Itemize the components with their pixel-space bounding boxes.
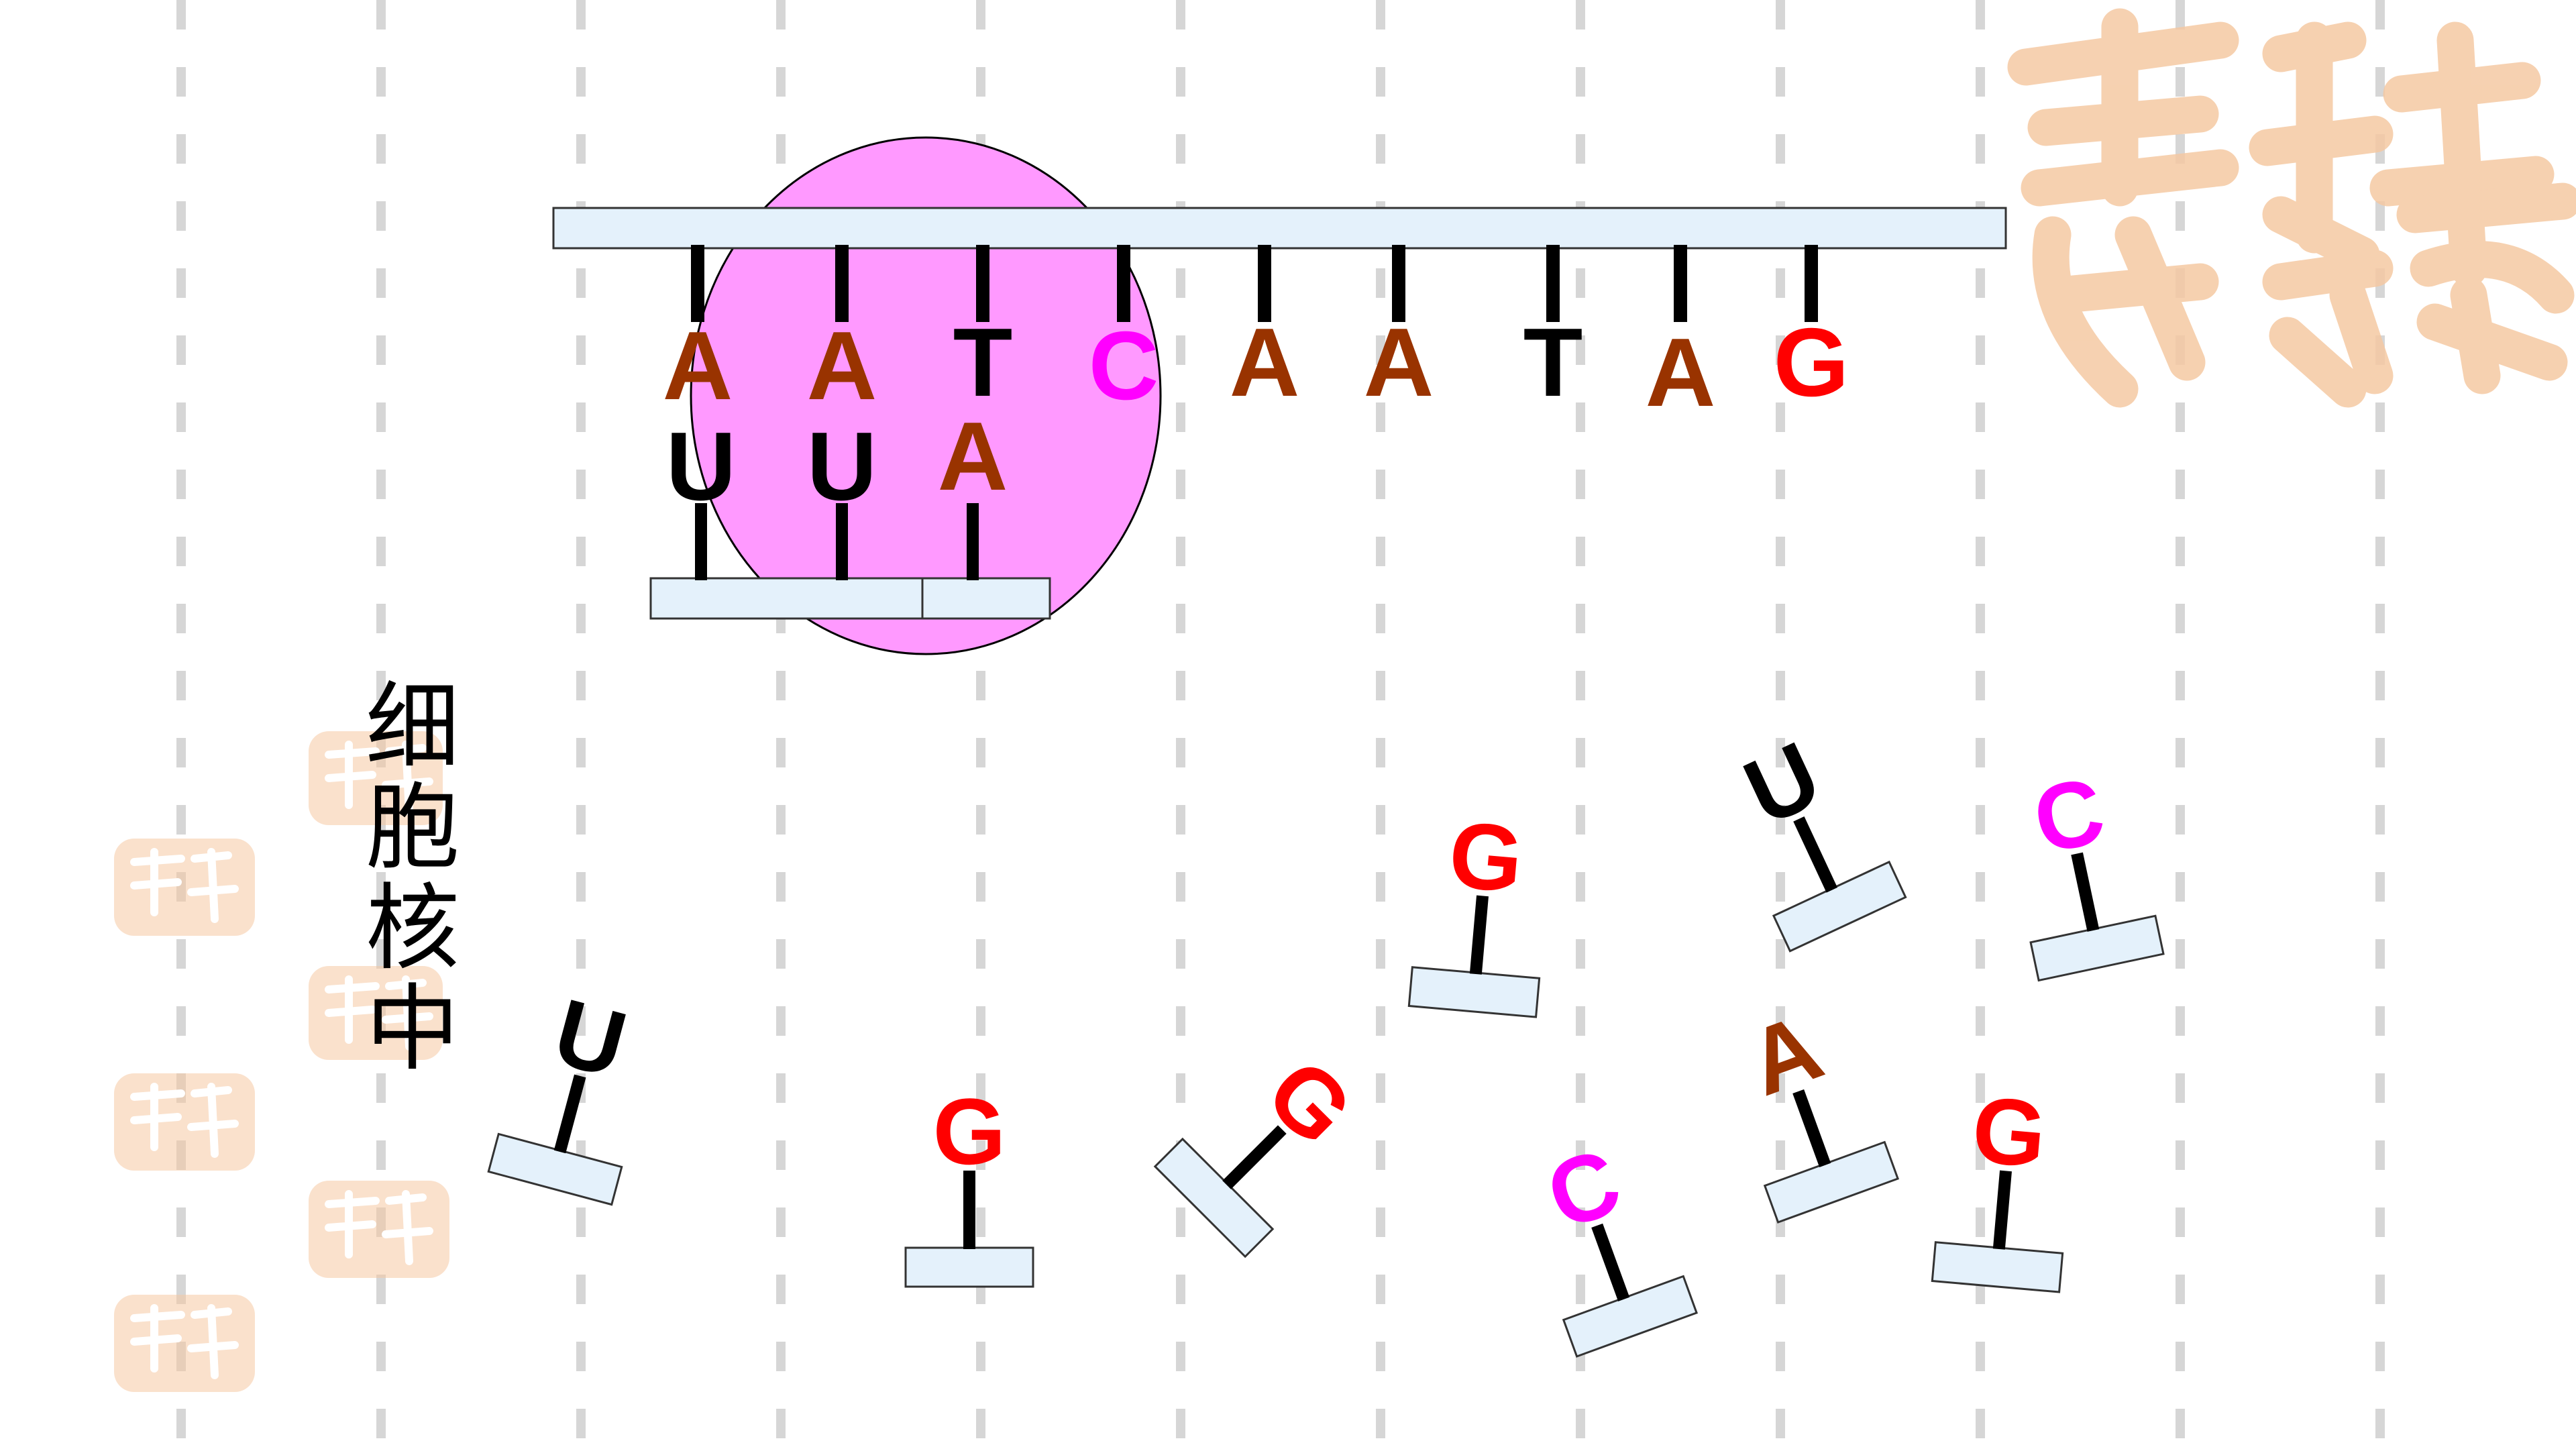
- rna-base-letter: U: [666, 412, 737, 521]
- free-nucleotide: G: [1931, 1076, 2064, 1293]
- nucleotide-stem: [553, 1074, 586, 1154]
- nucleotide-letter: G: [1445, 801, 1527, 912]
- seal-watermark-small-2: [114, 839, 255, 936]
- rna-base-letter: A: [938, 402, 1008, 511]
- nucleotide-backbone: [487, 1132, 623, 1206]
- nucleotide-stem: [1793, 816, 1838, 893]
- location-label: 细胞核中: [365, 673, 460, 1084]
- free-nucleotide: G: [904, 1079, 1034, 1288]
- nucleotide-letter: C: [2025, 757, 2113, 874]
- free-nucleotide: G: [1407, 801, 1541, 1018]
- free-nucleotide: G: [1153, 1038, 1373, 1258]
- template-base-letter: A: [663, 311, 733, 420]
- nucleotide-stem: [1992, 1170, 2012, 1250]
- seal-watermark-small-3: [309, 966, 443, 1060]
- template-base-letter: A: [1646, 318, 1716, 427]
- nucleotide-stem: [1222, 1125, 1287, 1189]
- template-base-letter: T: [953, 308, 1013, 417]
- rna-backbone-segment: [921, 577, 1051, 620]
- seal-watermark-small-4: [114, 1073, 255, 1171]
- seal-watermark-small-5: [309, 1181, 449, 1278]
- template-base-letter: C: [1089, 311, 1159, 420]
- nucleotide-stem: [2071, 852, 2100, 932]
- nucleotide-stem: [1792, 1089, 1831, 1167]
- free-nucleotide: C: [1534, 1128, 1699, 1358]
- template-base-letter: T: [1523, 308, 1583, 417]
- template-base-letter: A: [1364, 308, 1434, 417]
- template-base-letter: G: [1774, 308, 1849, 417]
- nucleotide-backbone: [1772, 860, 1907, 953]
- template-strand-backbone: [552, 207, 2007, 250]
- nucleotide-letter: C: [1534, 1128, 1633, 1250]
- template-base-letter: A: [807, 311, 877, 420]
- nucleotide-stem: [1469, 895, 1489, 975]
- free-nucleotide: U: [1729, 721, 1907, 953]
- seal-watermark-small-1: [309, 731, 443, 825]
- nucleotide-letter: U: [544, 979, 637, 1098]
- rna-polymerase-ellipse: [690, 136, 1162, 655]
- rna-base-letter: U: [807, 412, 877, 521]
- rna-backbone-segment: [649, 577, 924, 620]
- free-nucleotide: U: [487, 979, 637, 1206]
- template-base-letter: A: [1230, 308, 1300, 417]
- nucleotide-backbone: [1407, 966, 1541, 1018]
- free-nucleotide: C: [2025, 757, 2165, 982]
- seal-watermark-large: [2007, 8, 2576, 408]
- nucleotide-letter: G: [1968, 1076, 2050, 1187]
- nucleotide-letter: G: [933, 1079, 1006, 1184]
- nucleotide-letter: A: [1735, 994, 1835, 1116]
- nucleotide-letter: U: [1729, 721, 1835, 845]
- nucleotide-backbone: [904, 1246, 1034, 1288]
- nucleotide-stem: [1591, 1223, 1630, 1301]
- nucleotide-backbone: [1931, 1241, 2064, 1293]
- free-nucleotide: A: [1735, 994, 1900, 1224]
- seal-watermark-small-6: [114, 1295, 255, 1392]
